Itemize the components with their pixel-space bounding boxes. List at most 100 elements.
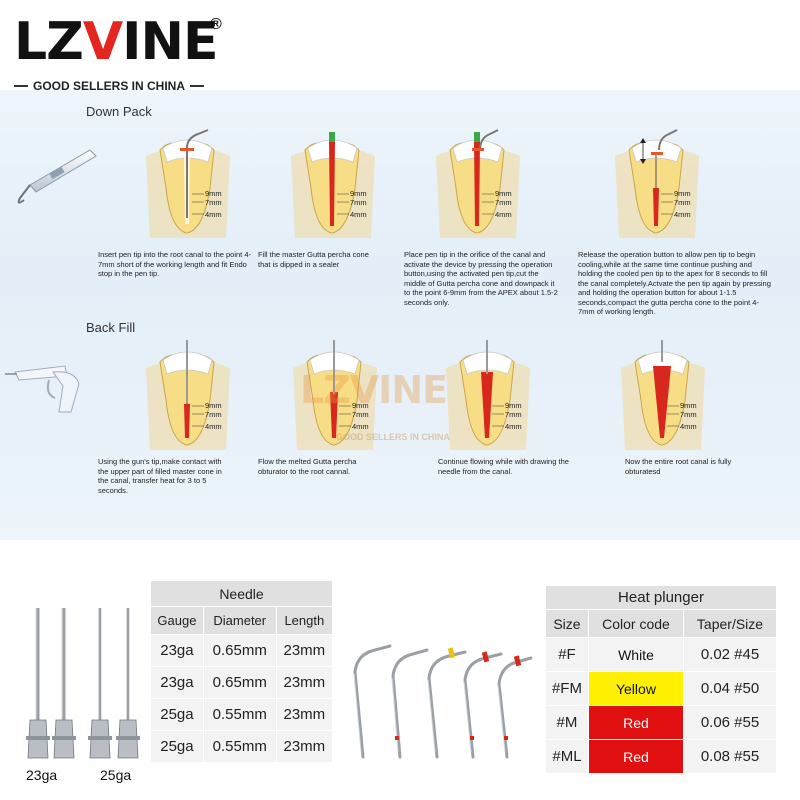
back-fill-step-3-diagram: 9mm 7mm 4mm xyxy=(446,340,530,450)
table-row: #F White 0.02 #45 xyxy=(545,637,777,672)
back-fill-step-1-caption: Using the gun's tip,make contact with th… xyxy=(98,457,222,495)
down-pack-step-2-caption: Fill the master Gutta percha cone that i… xyxy=(258,250,369,269)
plunger-taper-cell: 0.06 #55 xyxy=(683,705,777,740)
depth-mark-4mm: 4mm xyxy=(350,210,367,219)
depth-mark-9mm: 9mm xyxy=(495,189,512,198)
depth-mark-7mm: 7mm xyxy=(505,410,522,419)
plunger-header-taper: Taper/Size xyxy=(683,609,777,638)
needle-header-gauge: Gauge xyxy=(150,606,204,635)
depth-mark-9mm: 9mm xyxy=(205,401,222,410)
plunger-taper-cell: 0.04 #50 xyxy=(683,671,777,706)
needle-gauge-cell: 25ga xyxy=(150,730,204,763)
down-pack-title: Down Pack xyxy=(86,104,152,119)
tagline-row: GOOD SELLERS IN CHINA xyxy=(14,78,214,94)
needle-23ga-1 xyxy=(26,608,50,759)
back-fill-step-4-diagram: 9mm 7mm 4mm xyxy=(621,340,705,450)
obturation-gun-icon xyxy=(5,365,80,413)
plunger-taper-cell: 0.08 #55 xyxy=(683,739,777,774)
table-row: #FM Yellow 0.04 #50 xyxy=(545,671,777,706)
needle-25ga-2 xyxy=(116,608,140,759)
plunger-size-cell: #ML xyxy=(545,739,589,774)
needle-gauge-cell: 23ga xyxy=(150,634,204,667)
depth-mark-4mm: 4mm xyxy=(495,210,512,219)
tagline-dash-right xyxy=(190,85,205,87)
down-pack-step-1-caption: Insert pen tip into the root canal to th… xyxy=(98,250,252,278)
needle-label-23ga: 23ga xyxy=(26,767,58,783)
table-row: #M Red 0.06 #55 xyxy=(545,705,777,740)
watermark-tagline: GOOD SELLERS IN CHINA xyxy=(336,432,451,442)
obturation-pen-icon xyxy=(17,149,97,204)
back-fill-step-2-caption: Flow the melted Gutta percha obturator t… xyxy=(258,457,357,476)
back-fill-step-4-caption: Now the entire root canal is fully obtur… xyxy=(625,457,732,476)
depth-mark-7mm: 7mm xyxy=(205,198,222,207)
needle-length-cell: 23mm xyxy=(275,698,334,731)
tagline-dash-left xyxy=(14,85,28,87)
heat-plunger-tips-illustration xyxy=(353,644,533,759)
table-row: 23ga 0.65mm 23mm xyxy=(150,634,334,667)
plunger-tip-2 xyxy=(391,648,429,759)
needle-diameter-cell: 0.65mm xyxy=(202,666,277,699)
depth-mark-4mm: 4mm xyxy=(352,422,369,431)
brand-tagline: GOOD SELLERS IN CHINA xyxy=(33,79,186,93)
needle-length-cell: 23mm xyxy=(275,634,334,667)
needle-25ga-1 xyxy=(88,608,112,759)
plunger-size-cell: #M xyxy=(545,705,589,740)
table-row: 23ga 0.65mm 23mm xyxy=(150,666,334,699)
needle-length-cell: 23mm xyxy=(275,730,334,763)
needle-length-cell: 23mm xyxy=(275,666,334,699)
depth-mark-9mm: 9mm xyxy=(350,189,367,198)
plunger-header-size: Size xyxy=(545,609,589,638)
needle-23ga-2 xyxy=(52,608,76,759)
table-row: #ML Red 0.08 #55 xyxy=(545,739,777,774)
needle-diameter-cell: 0.65mm xyxy=(202,634,277,667)
plunger-color-cell: Red xyxy=(587,705,685,740)
depth-mark-7mm: 7mm xyxy=(350,198,367,207)
plunger-tip-3 xyxy=(427,650,467,759)
brand-header: LZVINE ® GOOD SELLERS IN CHINA xyxy=(14,12,244,94)
plunger-size-cell: #FM xyxy=(545,671,589,706)
needle-label-25ga: 25ga xyxy=(100,767,132,783)
plunger-taper-cell: 0.02 #45 xyxy=(683,637,777,672)
needle-gauge-cell: 23ga xyxy=(150,666,204,699)
down-pack-step-1-diagram: 9mm 7mm 4mm xyxy=(146,129,230,238)
plunger-color-cell: White xyxy=(587,637,685,672)
depth-mark-9mm: 9mm xyxy=(352,401,369,410)
needle-diameter-cell: 0.55mm xyxy=(202,730,277,763)
depth-mark-9mm: 9mm xyxy=(680,401,697,410)
depth-mark-4mm: 4mm xyxy=(674,210,691,219)
plunger-color-cell: Yellow xyxy=(587,671,685,706)
down-pack-step-3-diagram: 9mm 7mm 4mm xyxy=(436,129,520,238)
registered-mark: ® xyxy=(210,16,222,33)
needle-diameter-cell: 0.55mm xyxy=(202,698,277,731)
plunger-tip-1 xyxy=(353,644,392,759)
watermark-logo: LZVINE xyxy=(300,368,448,412)
depth-mark-4mm: 4mm xyxy=(505,422,522,431)
needle-header-length: Length xyxy=(275,606,334,635)
down-pack-step-4-caption: Release the operation button to allow pe… xyxy=(578,250,771,316)
back-fill-step-3-caption: Continue flowing while with drawing the … xyxy=(438,457,569,476)
depth-mark-7mm: 7mm xyxy=(680,410,697,419)
needles-illustration xyxy=(26,608,140,759)
needle-gauge-cell: 25ga xyxy=(150,698,204,731)
needle-header-diameter: Diameter xyxy=(202,606,277,635)
table-row: 25ga 0.55mm 23mm xyxy=(150,730,334,763)
back-fill-title: Back Fill xyxy=(86,320,136,335)
down-pack-step-4-diagram: 9mm 7mm 4mm xyxy=(615,129,699,238)
brand-logo: LZVINE xyxy=(14,12,218,72)
depth-mark-4mm: 4mm xyxy=(205,422,222,431)
depth-mark-7mm: 7mm xyxy=(205,410,222,419)
needle-table-title: Needle xyxy=(150,580,333,607)
down-pack-step-3-caption: Place pen tip in the orifice of the cana… xyxy=(404,250,558,307)
heat-plunger-spec-table: Heat plunger Size Color code Taper/Size … xyxy=(545,585,777,774)
depth-mark-7mm: 7mm xyxy=(674,198,691,207)
needle-spec-table: Needle Gauge Diameter Length 23ga 0.65mm… xyxy=(150,580,334,763)
depth-mark-9mm: 9mm xyxy=(205,189,222,198)
plunger-table-title: Heat plunger xyxy=(545,585,777,610)
back-fill-step-1-diagram: 9mm 7mm 4mm xyxy=(146,340,230,450)
plunger-size-cell: #F xyxy=(545,637,589,672)
depth-mark-9mm: 9mm xyxy=(674,189,691,198)
plunger-color-cell: Red xyxy=(587,739,685,774)
back-fill-step-2-diagram: 9mm 7mm 4mm xyxy=(293,340,377,450)
table-row: 25ga 0.55mm 23mm xyxy=(150,698,334,731)
depth-mark-9mm: 9mm xyxy=(505,401,522,410)
